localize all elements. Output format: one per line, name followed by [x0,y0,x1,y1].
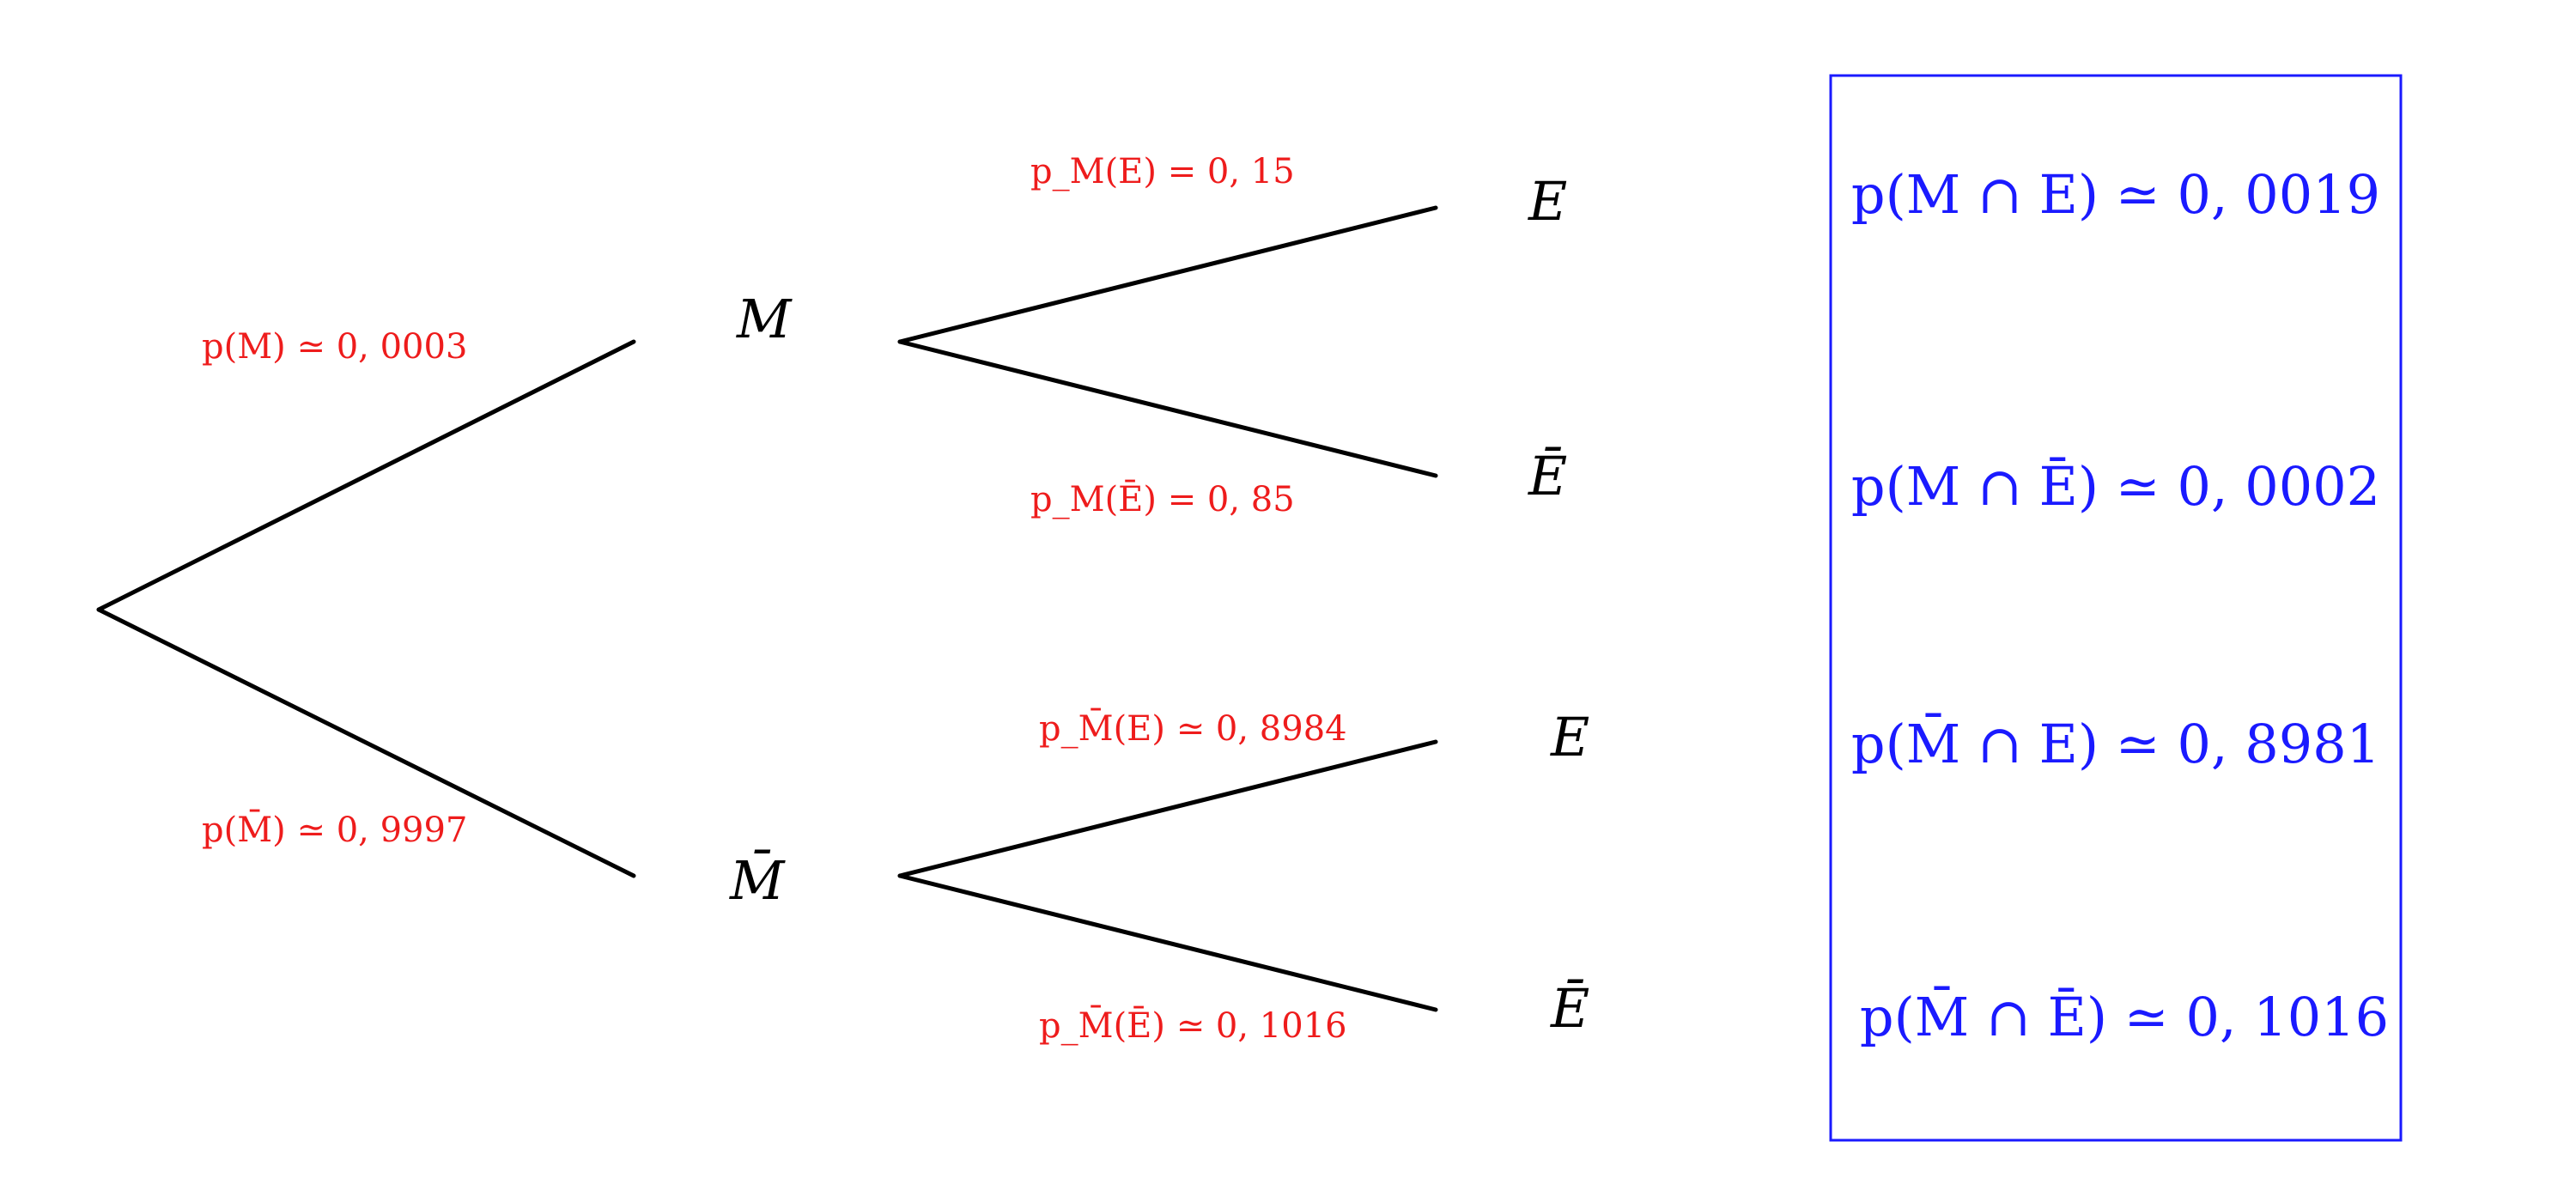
prob-m-bar-e: p_M̄(E) ≃ 0, 8984 [1039,708,1347,749]
result-m-bar-and-e: p(M̄ ∩ E) ≃ 0, 8981 [1851,713,2380,775]
node-m-e-bar: Ē [1528,445,1567,507]
branch-m-to-e [897,205,1438,344]
results-box [1829,74,2403,1142]
node-m-bar-e: E [1550,706,1589,768]
prob-m: p(M) ≃ 0, 0003 [202,327,467,367]
node-m: M [736,288,793,350]
prob-m-bar: p(M̄) ≃ 0, 9997 [202,810,467,850]
prob-m-e: p_M(E) = 0, 15 [1030,152,1295,191]
branch-m-bar-to-e-bar [897,873,1438,1012]
node-m-bar-e-bar: Ē [1550,977,1589,1040]
branch-root-to-m [96,339,636,612]
node-m-e: E [1528,170,1567,233]
branch-m-bar-to-e [897,739,1438,878]
node-m-bar: M̄ [729,849,786,912]
result-m-and-e-bar: p(M ∩ Ē) ≃ 0, 0002 [1851,455,2380,518]
result-m-bar-and-e-bar: p(M̄ ∩ Ē) ≃ 0, 1016 [1860,986,2389,1048]
branch-m-to-e-bar [897,339,1438,478]
branch-root-to-m-bar [96,607,636,878]
prob-m-bar-e-bar: p_M̄(Ē) ≃ 0, 1016 [1039,1005,1347,1046]
result-m-and-e: p(M ∩ E) ≃ 0, 0019 [1851,163,2380,226]
prob-m-e-bar: p_M(Ē) = 0, 85 [1030,480,1295,519]
